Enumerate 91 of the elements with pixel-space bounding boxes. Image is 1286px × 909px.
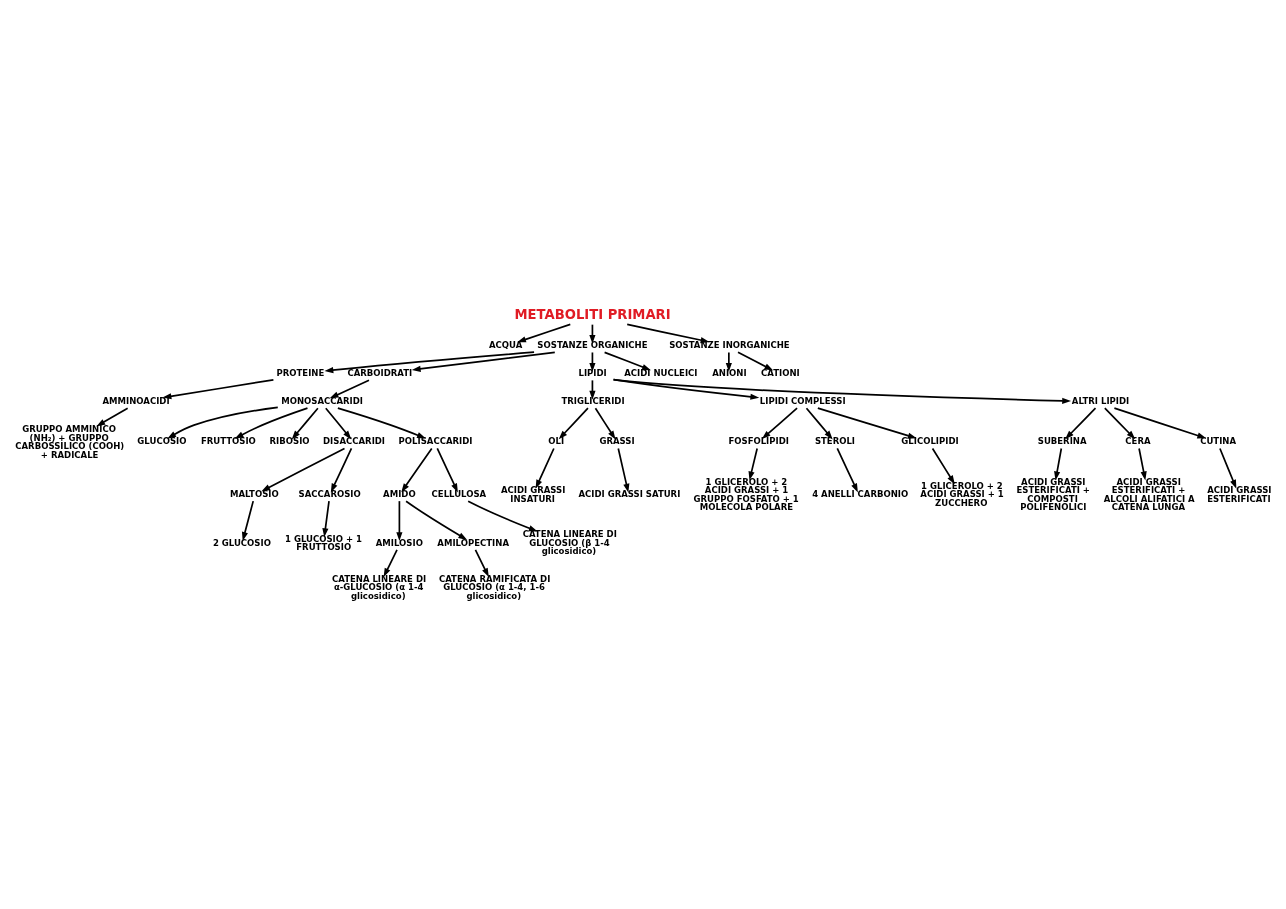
node-text: AMIDO <box>383 488 416 499</box>
arrow <box>330 447 353 492</box>
node-text: SUBERINA <box>1037 435 1087 446</box>
node-text: 1 GLUCOSIO + 1 FRUTTOSIO <box>285 533 362 552</box>
arrow <box>761 406 798 439</box>
node-text: MALTOSIO <box>230 488 279 499</box>
node-text: GRASSI <box>599 435 635 446</box>
arrow <box>324 406 352 439</box>
arrow <box>1113 406 1207 438</box>
arrow <box>291 406 319 439</box>
node-text: GRUPPO AMMINICO (NH₂) + GRUPPO CARBOSSILICO (COOH) + RADICALE <box>15 423 125 460</box>
node-text: OLI <box>548 435 565 446</box>
arrow <box>737 351 774 370</box>
arrow <box>234 406 309 439</box>
node-text: RIBOSIO <box>269 435 310 446</box>
node-text: LIPIDI COMPLESSI <box>759 395 846 406</box>
arrow <box>467 499 538 531</box>
arrow <box>401 447 433 492</box>
node-text: CATENA LINEARE DI GLUCOSIO (β 1-4 glicosidico) <box>522 528 617 556</box>
arrow <box>383 548 398 577</box>
arrow <box>405 499 468 540</box>
node-text: STEROLI <box>814 435 856 446</box>
arrow <box>337 406 426 438</box>
arrow <box>558 406 589 439</box>
node-text: ACIDI GRASSI ESTERIFICATI + ALCOLI ALIFATICI A CATENA LUNGA <box>1103 476 1195 512</box>
node-text: CELLULOSA <box>431 488 487 499</box>
node-text: AMMINOACIDI <box>102 395 170 406</box>
node-text: ACQUA <box>488 339 523 350</box>
node-text: CARBOIDRATI <box>347 367 413 378</box>
node-text: ACIDI GRASSI SATURI <box>578 488 681 499</box>
arrow <box>517 323 572 342</box>
node-text: MONOSACCARIDI <box>281 395 364 406</box>
node-text: METABOLITI PRIMARI <box>514 306 671 322</box>
arrow <box>162 378 275 399</box>
node-text: TRIGLICERIDI <box>561 395 625 406</box>
node-text: POLISACCARIDI <box>398 435 473 446</box>
node-text: 4 ANELLI CARBONIO <box>812 488 909 499</box>
node-text: ACIDI NUCLEICI <box>624 367 698 378</box>
arrow <box>1054 447 1063 480</box>
node-text: ALTRI LIPIDI <box>1071 395 1130 406</box>
arrow <box>324 350 535 373</box>
node-text: AMILOPECTINA <box>437 537 509 548</box>
arrow <box>167 406 279 439</box>
arrow <box>96 406 129 426</box>
node-text: 1 GLICEROLO + 2 ACIDI GRASSI + 1 GRUPPO FOSFATO + 1 MOLECOLA POLARE <box>693 476 799 512</box>
node-text: ANIONI <box>712 367 747 378</box>
arrow <box>626 323 710 343</box>
node-text: 1 GLICEROLO + 2 ACIDI GRASSI + 1 ZUCCHERO <box>920 480 1004 508</box>
node-text: ACIDI GRASSI INSATURI <box>500 484 566 504</box>
arrow <box>617 447 630 493</box>
arrow <box>603 351 651 370</box>
node-text: SACCAROSIO <box>298 488 361 499</box>
node-text: 2 GLUCOSIO <box>212 537 271 548</box>
arrow <box>535 447 555 489</box>
arrow <box>436 447 458 492</box>
arrow <box>805 406 833 439</box>
node-text: FOSFOLIPIDI <box>728 435 789 446</box>
arrow <box>748 447 758 480</box>
arrow <box>396 499 403 541</box>
arrow <box>329 378 370 398</box>
node-text: CATENA RAMIFICATA DI GLUCOSIO (α 1-4, 1-6 glicosidico) <box>438 573 551 601</box>
arrow <box>411 350 556 372</box>
arrow <box>261 447 346 491</box>
node-text: SOSTANZE ORGANICHE <box>537 339 648 350</box>
node-text: CERA <box>1125 435 1151 446</box>
node-text: FRUTTOSIO <box>200 435 256 446</box>
arrow <box>1103 406 1136 439</box>
node-text: AMILOSIO <box>375 537 423 548</box>
node-text: GLICOLIPIDI <box>901 435 959 446</box>
arrow <box>836 447 858 492</box>
arrow <box>931 447 955 484</box>
arrow <box>612 378 1072 404</box>
arrow <box>725 351 732 372</box>
node-text: DISACCARIDI <box>323 435 386 446</box>
node-text: CATIONI <box>761 367 800 378</box>
arrow <box>1138 447 1147 480</box>
node-text: SOSTANZE INORGANICHE <box>669 339 790 350</box>
node-text: GLUCOSIO <box>137 435 187 446</box>
arrow <box>1065 406 1097 439</box>
arrow <box>241 499 255 541</box>
arrow <box>816 406 917 439</box>
node-text: ACIDI GRASSI ESTERIFICATI <box>1207 484 1272 504</box>
arrow <box>322 499 330 537</box>
node-text: ACIDI GRASSI ESTERIFICATI + COMPOSTI POLIFENOLICI <box>1016 476 1090 512</box>
node-text: PROTEINE <box>276 367 325 378</box>
arrow <box>594 406 616 440</box>
arrow <box>474 548 489 577</box>
arrow <box>1219 447 1237 489</box>
node-text: LIPIDI <box>578 367 607 378</box>
node-text: CATENA LINEARE DI α-GLUCOSIO (α 1-4 glicosidico) <box>331 573 427 601</box>
node-text: CUTINA <box>1200 435 1237 446</box>
